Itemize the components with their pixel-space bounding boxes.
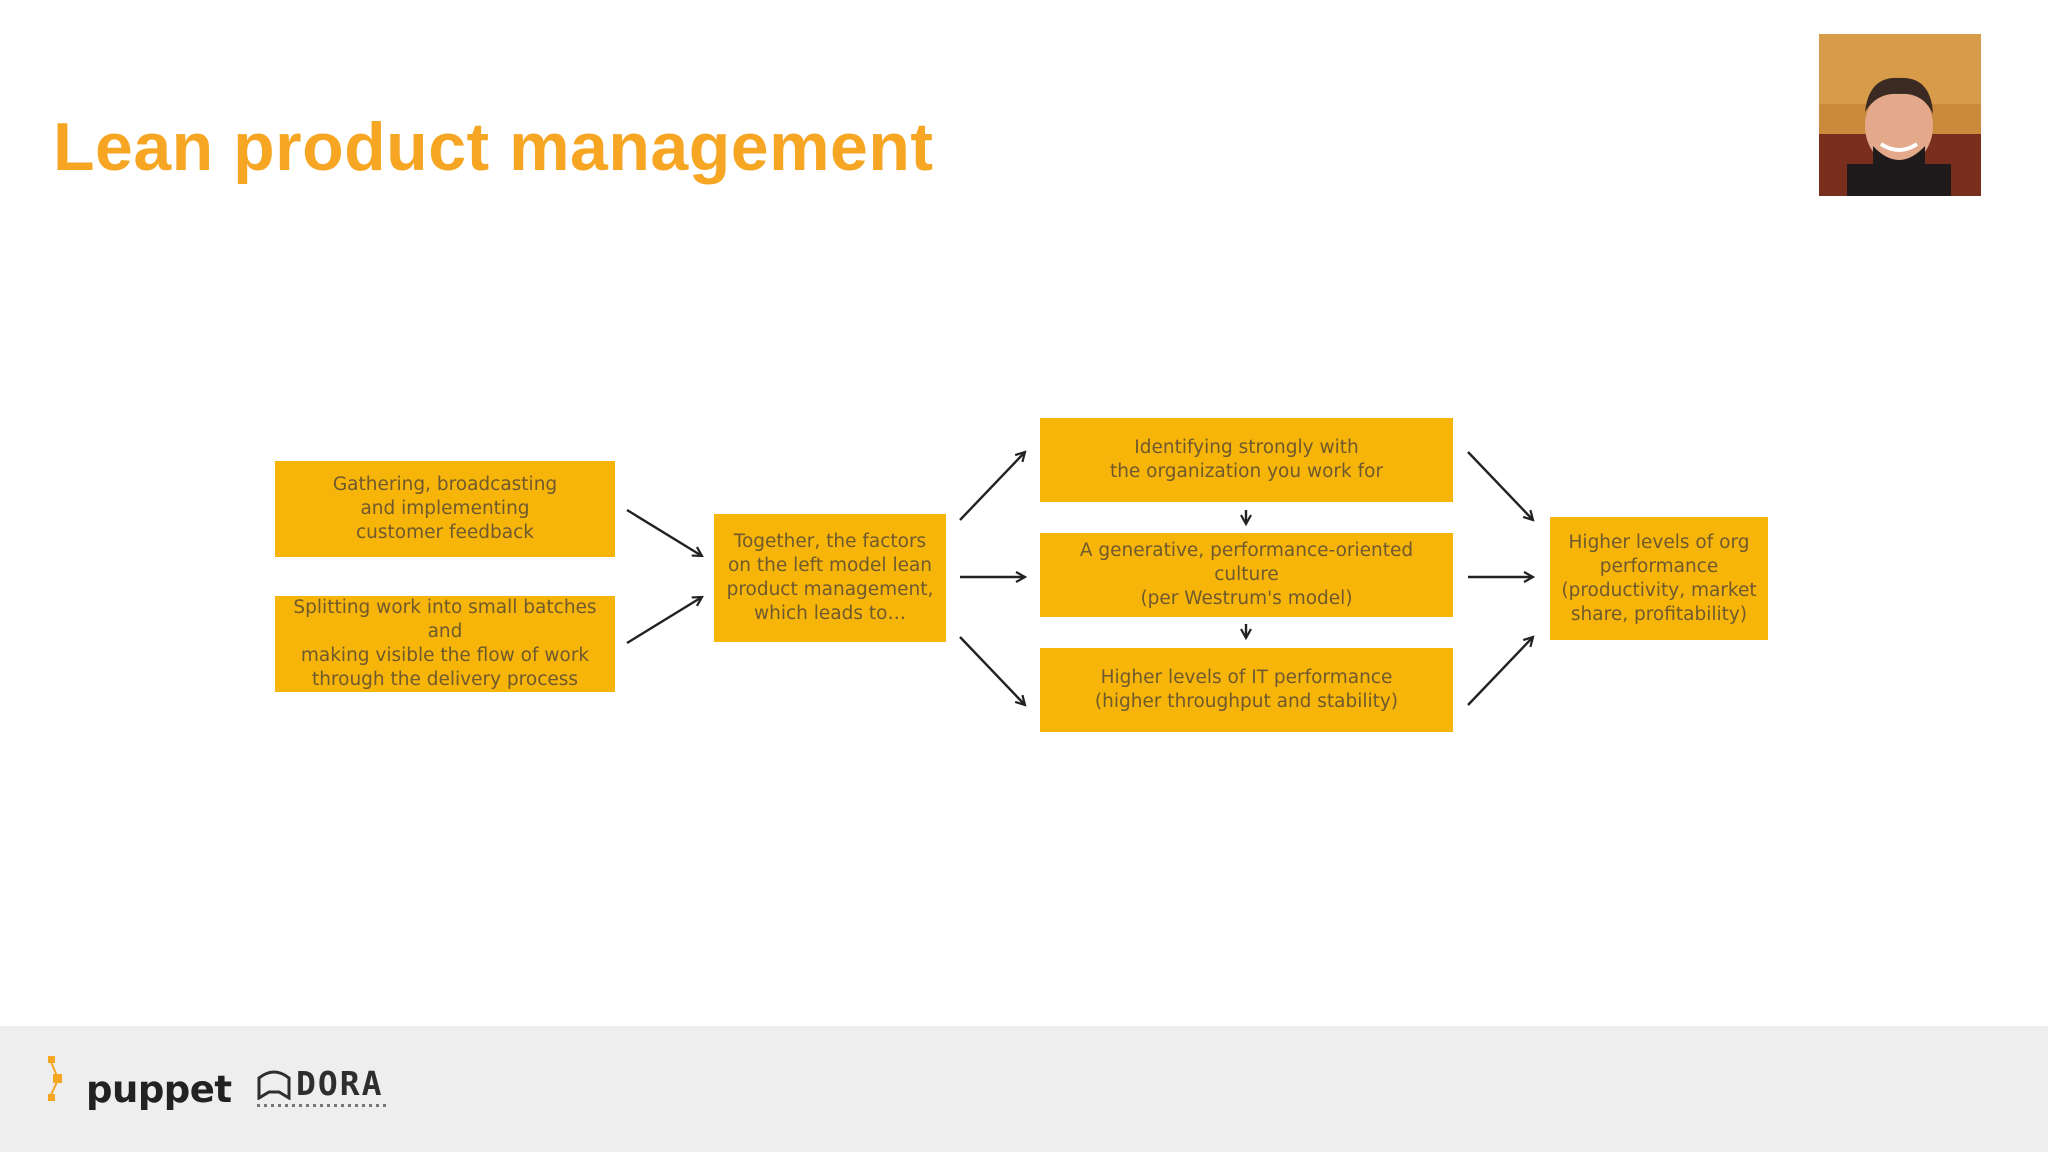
arrow-middle-to-identity — [959, 452, 1025, 521]
arrow-itperf-to-result — [1467, 637, 1533, 706]
box-generative-culture: A generative, performance-oriented cultu… — [1040, 533, 1453, 617]
footer-bar — [0, 1026, 2048, 1152]
box-org-performance: Higher levels of org performance (produc… — [1550, 517, 1768, 640]
dora-logo-text: DORA — [296, 1064, 384, 1103]
puppet-logo-icon — [48, 1056, 62, 1101]
dora-logo-icon — [257, 1070, 291, 1100]
dora-tagline-decoration — [257, 1104, 389, 1107]
arrow-identity-to-result — [1467, 451, 1533, 520]
box-it-performance: Higher levels of IT performance (higher … — [1040, 648, 1453, 732]
presenter-webcam — [1819, 34, 1981, 196]
box-customer-feedback: Gathering, broadcasting and implementing… — [275, 461, 615, 557]
arrow-feedback-to-middle — [626, 508, 702, 556]
box-small-batches: Splitting work into small batches and ma… — [275, 596, 615, 692]
arrow-batches-to-middle — [626, 597, 702, 645]
box-lean-product-management: Together, the factors on the left model … — [714, 514, 946, 642]
puppet-logo-text: puppet — [86, 1068, 232, 1111]
slide-title: Lean product management — [53, 109, 934, 185]
box-identifying-with-org: Identifying strongly with the organizati… — [1040, 418, 1453, 502]
arrow-middle-to-itperf — [959, 636, 1025, 705]
